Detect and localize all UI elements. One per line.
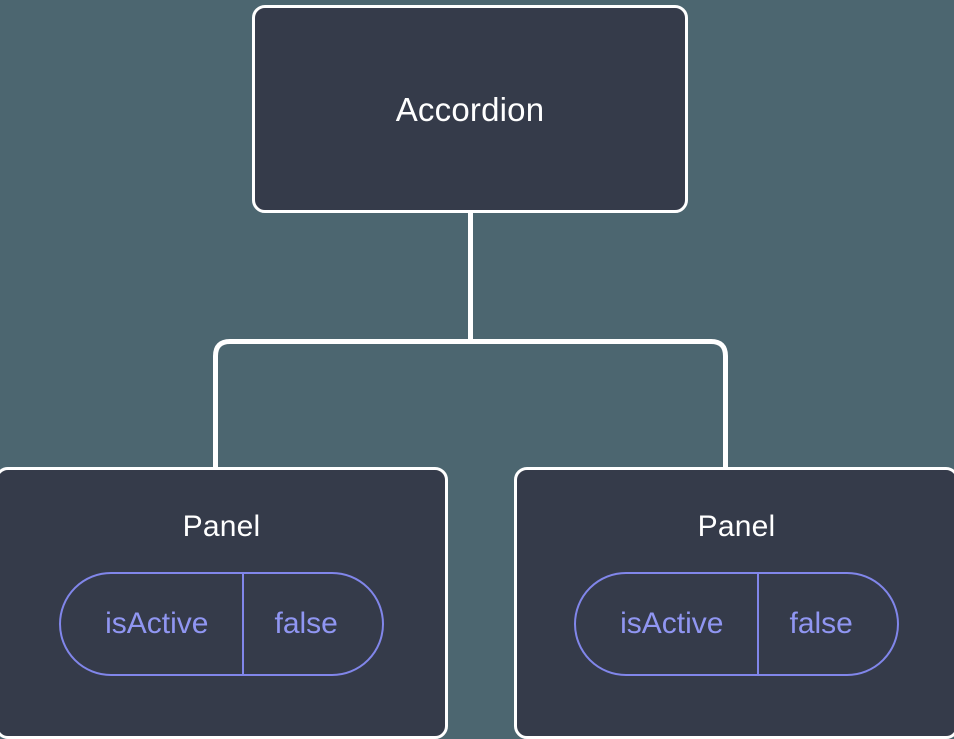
prop-key-isactive: isActive (105, 607, 209, 640)
prop-value-isactive: false (242, 574, 381, 674)
edge-accordion-to-panel-2 (470, 339, 728, 470)
prop-pill-panel-1-isactive[interactable]: isActive false (59, 572, 384, 676)
edge-accordion-to-panel-1 (213, 339, 471, 470)
prop-pill-panel-2-isactive[interactable]: isActive false (574, 572, 899, 676)
node-panel-2[interactable]: Panel isActive false (514, 467, 954, 739)
node-panel-1[interactable]: Panel isActive false (0, 467, 448, 739)
prop-value-isactive: false (757, 574, 896, 674)
node-accordion-label: Accordion (395, 90, 545, 128)
prop-key-isactive: isActive (620, 607, 724, 640)
node-panel-1-label: Panel (182, 510, 261, 543)
node-accordion[interactable]: Accordion (252, 5, 688, 213)
node-panel-2-label: Panel (697, 510, 776, 543)
